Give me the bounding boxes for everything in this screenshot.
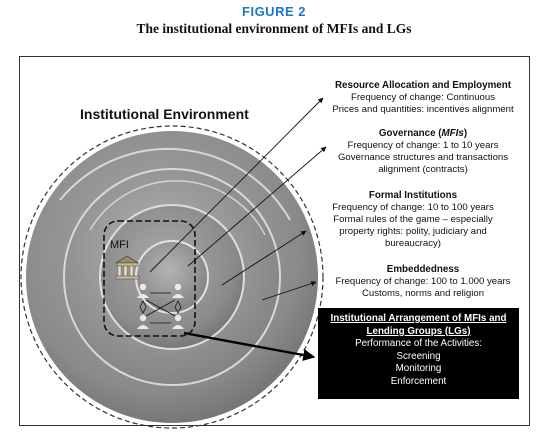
governance-text: Governance (MFIs) Frequency of change: 1… (318, 128, 528, 176)
resource-allocation-line: Frequency of change: Continuous (351, 92, 495, 103)
formal-institutions-line: Formal rules of the game – especially (333, 214, 493, 225)
arrangement-heading: Lending Groups (LGs) (366, 325, 471, 337)
person-icon (137, 283, 149, 298)
arrangement-line: Enforcement (390, 375, 447, 387)
arrangement-line: Performance of the Activities: (355, 338, 482, 349)
embeddedness-heading: Embeddedness (386, 264, 460, 275)
figure-label: FIGURE 2 (242, 4, 306, 19)
arrangement-line: Monitoring (395, 363, 442, 374)
ring-highlight (59, 147, 291, 221)
embeddedness-line: Frequency of change: 100 to 1.000 years (335, 276, 511, 287)
formal-institutions-line: bureaucracy) (385, 238, 441, 249)
environment-dashed-boundary (20, 125, 324, 429)
arrow-arrangement (183, 331, 316, 361)
environment-title: Institutional Environment (80, 106, 249, 122)
arrangement-box: Institutional Arrangement of MFIs and Le… (318, 308, 519, 399)
resource-allocation-heading: Resource Allocation and Employment (334, 80, 511, 91)
embeddedness-line: Customs, norms and religion (361, 288, 485, 299)
arrow-governance (187, 146, 327, 267)
mfi-dashed-box (103, 220, 196, 337)
ring-highlight (89, 180, 266, 236)
mfi-label: MFI (110, 239, 129, 251)
resource-allocation-line: Prices and quantities: incentives alignm… (332, 104, 514, 115)
formal-institutions-text: Formal Institutions Frequency of change:… (308, 190, 518, 250)
formal-institutions-heading: Formal Institutions (368, 190, 458, 201)
figure-title: The institutional environment of MFIs an… (136, 21, 412, 36)
formal-institutions-line: Frequency of change: 10 to 100 years (332, 202, 494, 213)
person-icon (172, 283, 184, 298)
formal-institutions-line: property rights: polity, judiciary and (339, 226, 487, 237)
embeddedness-text: Embeddedness Frequency of change: 100 to… (318, 264, 528, 300)
governance-heading: Governance (MFIs) (378, 128, 468, 139)
resource-allocation-ring (135, 240, 209, 314)
arrangement-heading: Institutional Arrangement of MFIs and (330, 313, 507, 324)
arrow-embeddedness (261, 280, 317, 301)
governance-line: Governance structures and transactions (337, 152, 509, 163)
figure-frame (19, 56, 530, 426)
arrow-formal-institutions (221, 230, 307, 286)
bank-icon (114, 255, 140, 280)
governance-line: alignment (contracts) (378, 164, 468, 175)
person-icon (137, 314, 149, 329)
governance-line: Frequency of change: 1 to 10 years (347, 140, 499, 151)
member-connectors (139, 292, 182, 324)
resource-allocation-text: Resource Allocation and Employment Frequ… (318, 80, 528, 116)
arrangement-line: Screening (396, 350, 441, 362)
person-icon (172, 314, 184, 329)
arrow-resource-allocation (149, 97, 324, 273)
